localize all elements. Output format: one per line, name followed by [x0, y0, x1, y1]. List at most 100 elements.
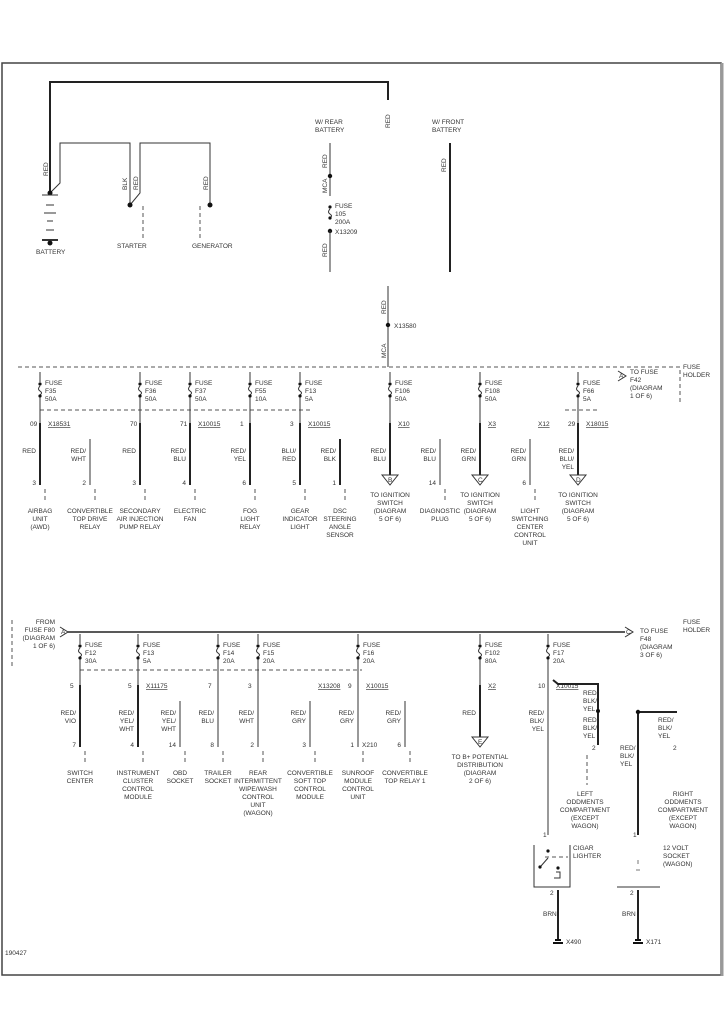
connector-label: X11175 — [146, 683, 168, 690]
label-line: FUSE — [363, 642, 381, 649]
label-line: 50A — [395, 396, 407, 403]
label-line: RED/ — [60, 710, 76, 717]
label-line: CONTROL — [122, 786, 154, 793]
label-line: 1 OF 6) — [630, 393, 652, 400]
pin-number: 6 — [522, 480, 526, 487]
label-line: 5 OF 6) — [469, 516, 491, 523]
pin-number: 2 — [82, 480, 86, 487]
label-line: 20A — [363, 658, 375, 665]
label-line: MODULE — [296, 794, 324, 801]
wire-color-label: RED — [22, 448, 36, 455]
pin-number: 2 — [630, 890, 634, 897]
wire-color-label: RED — [203, 176, 210, 190]
pin-number: 4 — [182, 480, 186, 487]
label-line: (EXCEPT — [669, 815, 697, 822]
label-line: GRY — [387, 718, 402, 725]
pin-number: 2 — [250, 742, 254, 749]
label-line: FUSE — [485, 642, 503, 649]
pin-number: 3 — [302, 742, 306, 749]
label-line: INTERMITTENT — [234, 778, 282, 785]
splice-dot — [207, 202, 213, 208]
pin-number: 1 — [633, 832, 637, 839]
label-line: WAGON) — [571, 823, 598, 830]
label-line: REAR — [249, 770, 267, 777]
fuse-icon — [38, 382, 42, 398]
label-line: F106 — [395, 388, 410, 395]
label-line: W/ FRONT — [432, 119, 464, 126]
label-line: 30A — [85, 658, 97, 665]
ground-icon — [553, 939, 563, 944]
label-line: TO FUSE — [630, 369, 659, 376]
label-line: YEL/ — [120, 718, 134, 725]
connector-label: X13208 — [318, 683, 341, 690]
label-line: STEERING — [323, 516, 356, 523]
pin-number: 6 — [397, 742, 401, 749]
wire-color-label: RED/GRN — [510, 448, 526, 463]
label-line: FUSE — [583, 380, 601, 387]
label-line: GRY — [340, 718, 355, 725]
label-line: TOP RELAY 1 — [384, 778, 425, 785]
ground-icon — [633, 939, 643, 944]
wire-color-label: BLU/RED — [282, 448, 297, 463]
label-line: AIR INJECTION — [117, 516, 164, 523]
fuse-icon — [328, 205, 332, 220]
label-line: YEL — [532, 726, 545, 733]
label-line: HOLDER — [683, 627, 710, 634]
label-line: BLU/ — [282, 448, 297, 455]
label-line: RED/ — [385, 710, 401, 717]
label-line: RIGHT — [673, 791, 693, 798]
arrow-connector-icon — [624, 626, 634, 638]
label-line: LIGHT — [290, 524, 309, 531]
label-line: WHT — [239, 718, 254, 725]
label-line: 1 OF 6) — [33, 643, 55, 650]
connector-marker: B — [388, 477, 392, 484]
label-line: CONTROL — [514, 532, 546, 539]
label-line: FUSE — [255, 380, 273, 387]
label-line: F48 — [640, 636, 652, 643]
label-line: 50A — [195, 396, 207, 403]
label-line: SECONDARY — [119, 508, 161, 515]
label-line: BLU — [373, 456, 386, 463]
label-line: BLK/ — [620, 753, 634, 760]
label-line: LEFT — [577, 791, 593, 798]
label-line: RED — [462, 710, 476, 717]
label-line: (DIAGRAM — [640, 644, 673, 651]
label-line: (AWD) — [30, 524, 49, 531]
power-socket-icon — [636, 860, 640, 871]
label-line: CENTER — [67, 778, 94, 785]
label-line: 10A — [255, 396, 267, 403]
connector-label: X10015 — [556, 683, 579, 690]
connector-marker: A — [619, 373, 624, 380]
label-line: RED/ — [170, 448, 186, 455]
wire-color-label: RED/WHT — [238, 710, 254, 725]
wire-color-label: RED/WHT — [70, 448, 86, 463]
label-line: F15 — [263, 650, 275, 657]
starter-generator-wire — [129, 142, 211, 206]
splice-dot — [127, 202, 133, 208]
fuse-holder-outline — [18, 366, 681, 405]
label-line: BLK — [324, 456, 337, 463]
label-line: FUSE — [195, 380, 213, 387]
fuse-icon — [256, 644, 260, 660]
label-line: (DIAGRAM — [630, 385, 663, 392]
connector-marker: D — [576, 477, 581, 484]
wire-color-label: RED/BLU — [170, 448, 186, 463]
wire-color-label: RED/BLK/YEL — [583, 717, 599, 740]
label-line: FUSE — [485, 380, 503, 387]
pin-number: 3 — [248, 683, 252, 690]
fuse-icon — [136, 644, 140, 660]
